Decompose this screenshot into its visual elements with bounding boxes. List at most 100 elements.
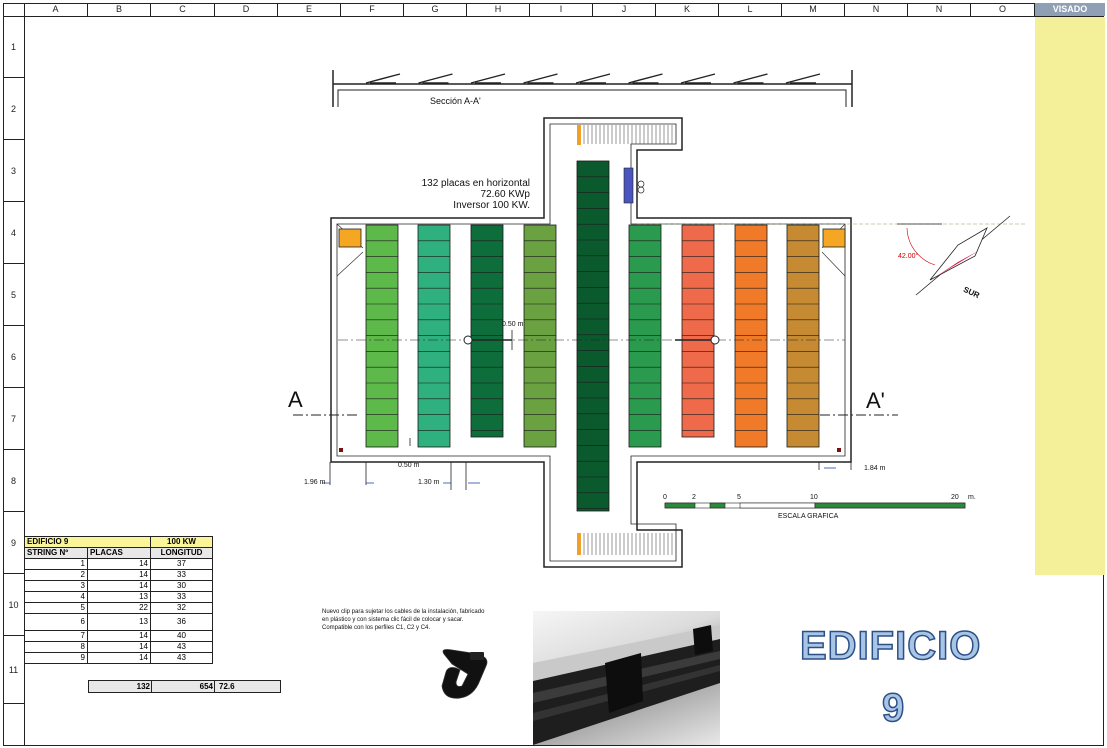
string-longitud[interactable]: 40 [150,630,213,642]
string-number[interactable]: 8 [24,641,88,653]
column-header-c[interactable]: C [151,3,215,16]
string-number[interactable]: 2 [24,569,88,581]
string-placas[interactable]: 14 [87,580,151,592]
total-placas[interactable]: 132 [88,680,153,693]
column-header-b[interactable]: B [88,3,151,16]
visado-header[interactable]: VISADO [1035,3,1105,16]
row-header-3[interactable]: 3 [3,140,24,202]
cable-clip-photo [533,611,720,745]
table-power[interactable]: 100 KW [150,536,213,548]
table-title-row: EDIFICIO 9 100 KW [24,536,213,548]
row-divider [24,3,25,746]
row-header-6[interactable]: 6 [3,326,24,388]
clip-note: Nuevo clip para sujetar los cables de la… [322,608,484,632]
section-marker-a-prime: A' [866,388,885,413]
section-view [332,70,853,107]
graphic-scale [664,502,966,509]
column-header-n[interactable]: N [845,3,908,16]
table-title[interactable]: EDIFICIO 9 [24,536,151,548]
column-header-longitud[interactable]: LONGITUD [150,547,213,559]
dimension-label: 1.30 m [418,479,440,486]
column-header-g[interactable]: G [404,3,467,16]
table-header-row: STRING Nº PLACAS LONGITUD [24,547,213,559]
string-number[interactable]: 6 [24,613,88,631]
panel-string [365,224,399,448]
column-header-n2[interactable]: N [908,3,971,16]
string-number[interactable]: 1 [24,558,88,570]
string-longitud[interactable]: 36 [150,613,213,631]
section-panel [470,73,506,84]
row-header-2[interactable]: 2 [3,78,24,140]
string-placas[interactable]: 22 [87,602,151,614]
column-header-j[interactable]: J [593,3,656,16]
column-header-k[interactable]: K [656,3,719,16]
totals-row: 132 654 72.6 [88,680,281,693]
string-placas[interactable]: 14 [87,641,151,653]
total-kwp[interactable]: 72.6 [214,680,281,693]
skylight-left [338,228,362,248]
column-header-l[interactable]: L [719,3,782,16]
panel-string [786,224,820,448]
string-longitud[interactable]: 32 [150,602,213,614]
string-number[interactable]: 9 [24,652,88,664]
column-header-string[interactable]: STRING Nº [24,547,88,559]
dimension-label: 0.50 m [502,321,524,328]
scale-label: ESCALA GRAFICA [778,513,839,520]
row-header-9[interactable]: 9 [3,512,24,574]
string-longitud[interactable]: 43 [150,652,213,664]
clip-note-line: Compatible con los perfiles C1, C2 y C4. [322,625,431,631]
column-header-e[interactable]: E [278,3,341,16]
string-longitud[interactable]: 33 [150,591,213,603]
building-number: 9 [881,685,906,731]
column-header-f[interactable]: F [341,3,404,16]
string-placas[interactable]: 14 [87,630,151,642]
column-header-placas[interactable]: PLACAS [87,547,151,559]
clip-note-line: Nuevo clip para sujetar los cables de la… [322,609,485,615]
column-header-h[interactable]: H [467,3,530,16]
string-longitud[interactable]: 30 [150,580,213,592]
string-placas[interactable]: 14 [87,652,151,664]
scale-tick-label: 10 [810,494,818,501]
visado-panel [1035,17,1105,575]
panel-string [417,224,451,448]
row-header-8[interactable]: 8 [3,450,24,512]
string-number[interactable]: 7 [24,630,88,642]
skylight-right [822,228,846,248]
row-header-11[interactable]: 11 [3,636,24,704]
row-header-10[interactable]: 10 [3,574,24,636]
string-longitud[interactable]: 43 [150,641,213,653]
string-placas[interactable]: 13 [87,591,151,603]
column-header-a[interactable]: A [24,3,88,16]
row-header-1[interactable]: 1 [3,17,24,78]
string-number[interactable]: 5 [24,602,88,614]
compass [897,215,1011,296]
string-placas[interactable]: 14 [87,558,151,570]
string-longitud[interactable]: 33 [150,569,213,581]
string-number[interactable]: 3 [24,580,88,592]
string-placas[interactable]: 14 [87,569,151,581]
dimension-label: 1.96 m [304,479,326,486]
column-header-i[interactable]: I [530,3,593,16]
string-placas[interactable]: 13 [87,613,151,631]
row-header-7[interactable]: 7 [3,388,24,450]
panel-string [681,224,715,438]
section-panel [523,73,558,84]
row-header-4[interactable]: 4 [3,202,24,264]
column-header-o[interactable]: O [971,3,1035,16]
dimension-marks [322,438,852,490]
string-longitud[interactable]: 37 [150,558,213,570]
column-header-m[interactable]: M [782,3,845,16]
inverter-connector-icon [637,180,645,188]
section-marker-a: A [288,387,303,412]
string-number[interactable]: 4 [24,591,88,603]
row-header-5[interactable]: 5 [3,264,24,326]
info-line-panels: 132 placas en horizontal [421,178,530,189]
section-label: Sección A-A' [430,96,481,106]
column-header-d[interactable]: D [215,3,278,16]
total-longitud[interactable]: 654 [151,680,216,693]
scale-tick-label: 20 [951,494,959,501]
